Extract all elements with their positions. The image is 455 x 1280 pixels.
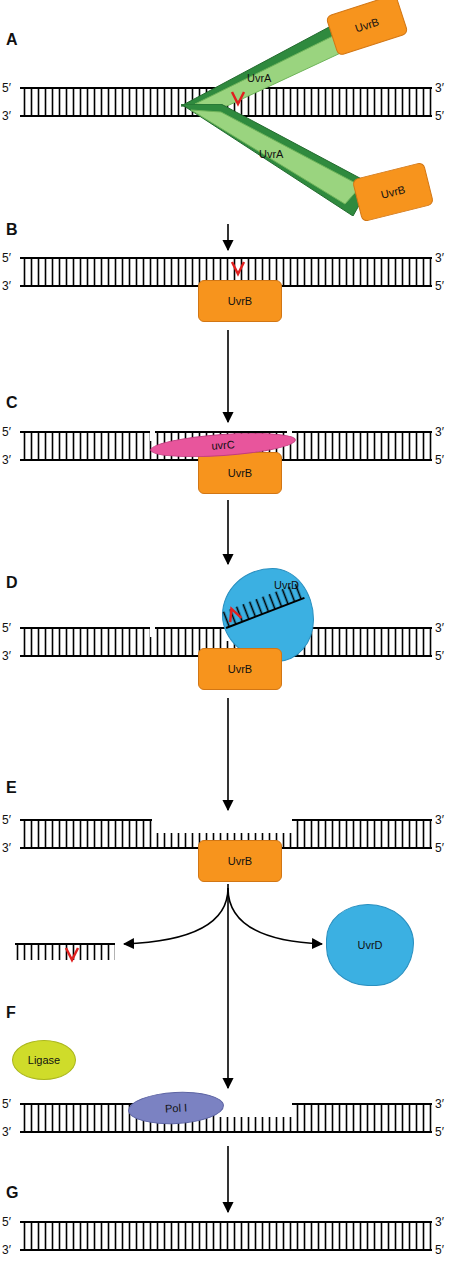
release-arrow	[228, 888, 322, 944]
bottom-strand	[20, 1249, 432, 1251]
strand-end: 5′	[435, 1242, 444, 1258]
base-pairs	[20, 1222, 432, 1250]
strand-end: 5′	[2, 1096, 11, 1112]
uvrd-helicase: UvrD	[326, 904, 414, 986]
oligo-strand	[15, 943, 115, 945]
strand-end: 3′	[2, 108, 11, 124]
panel-letter: B	[6, 222, 18, 238]
uvrb-protein: UvrB	[198, 648, 282, 690]
protein-label: UvrD	[357, 939, 382, 951]
dna-ligase: Ligase	[12, 1040, 76, 1080]
protein-label: UvrB	[228, 855, 252, 867]
protein-outline	[181, 104, 371, 216]
strand-end: 5′	[2, 812, 11, 828]
strand-end: 5′	[435, 840, 444, 856]
protein-label: UvrD	[274, 579, 299, 591]
protein-band	[195, 36, 347, 106]
strand-end: 5′	[2, 80, 11, 96]
strand-end: 5′	[2, 620, 11, 636]
step-arrow	[227, 698, 229, 810]
step-arrow	[227, 884, 229, 1088]
single-strand-gap	[216, 1101, 292, 1117]
uvrb-protein: UvrB	[198, 280, 282, 322]
excised-oligo	[15, 944, 115, 960]
strand-end: 3′	[435, 424, 444, 440]
dna-lesion	[232, 262, 244, 274]
protein-label: UvrB	[228, 467, 252, 479]
strand-nick	[150, 625, 155, 637]
strand-end: 3′	[435, 812, 444, 828]
strand-end: 5′	[2, 424, 11, 440]
uvrb-protein: UvrB	[198, 840, 282, 882]
protein-label: UvrB	[380, 183, 407, 201]
protein-label: Ligase	[28, 1054, 60, 1066]
panel-letter: A	[6, 32, 18, 48]
strand-end: 3′	[2, 840, 11, 856]
single-strand-gap	[152, 817, 292, 833]
strand-end: 3′	[2, 1124, 11, 1140]
strand-end: 5′	[435, 648, 444, 664]
base-pairs	[15, 944, 115, 960]
strand-end: 5′	[435, 278, 444, 294]
protein-band	[181, 26, 353, 108]
step-arrow	[227, 224, 229, 250]
strand-nick	[150, 429, 155, 441]
strand-end: 5′	[2, 1214, 11, 1230]
step-arrow	[227, 1146, 229, 1212]
protein-label: UvrB	[228, 295, 252, 307]
uvra-protein: UvrA	[181, 26, 353, 108]
uvra-protein: UvrA	[181, 104, 371, 216]
panel-letter: C	[6, 395, 18, 411]
protein-label: UvrB	[354, 16, 381, 35]
strand-end: 3′	[2, 1242, 11, 1258]
strand-end: 3′	[2, 648, 11, 664]
strand-end: 3′	[435, 1214, 444, 1230]
strand-end: 3′	[435, 250, 444, 266]
bottom-strand	[20, 1131, 432, 1133]
protein-outline	[181, 26, 353, 108]
strand-end: 5′	[435, 108, 444, 124]
uvrb-protein: UvrB	[325, 0, 408, 56]
strand-end: 5′	[435, 1124, 444, 1140]
protein-label: UvrB	[228, 663, 252, 675]
protein-band	[191, 110, 361, 204]
panel-letter: E	[6, 780, 17, 796]
strand-end: 3′	[2, 278, 11, 294]
strand-end: 3′	[435, 1096, 444, 1112]
uvrb-protein: UvrB	[198, 452, 282, 494]
dna-duplex	[20, 1222, 432, 1250]
protein-label: UvrA	[259, 148, 283, 160]
dna-lesion	[66, 948, 78, 960]
protein-band	[181, 104, 371, 216]
strand-end: 5′	[435, 452, 444, 468]
strand-end: 3′	[2, 452, 11, 468]
panel-letter: D	[6, 575, 18, 591]
panel-letter: F	[6, 1005, 16, 1021]
panel-letter: G	[6, 1185, 18, 1201]
dna-duplex	[20, 1101, 432, 1132]
step-arrow	[227, 500, 229, 564]
protein-label: UvrA	[247, 72, 271, 84]
protein-label: Pol I	[165, 1101, 188, 1114]
protein-label: uvrC	[211, 438, 235, 452]
release-arrow	[124, 888, 228, 944]
top-strand	[20, 431, 432, 433]
strand-end: 5′	[2, 250, 11, 266]
strand-end: 3′	[435, 80, 444, 96]
uvrb-protein: UvrB	[352, 162, 434, 223]
strand-end: 3′	[435, 620, 444, 636]
top-strand	[20, 1221, 432, 1223]
step-arrow	[227, 330, 229, 422]
top-strand	[20, 257, 432, 259]
